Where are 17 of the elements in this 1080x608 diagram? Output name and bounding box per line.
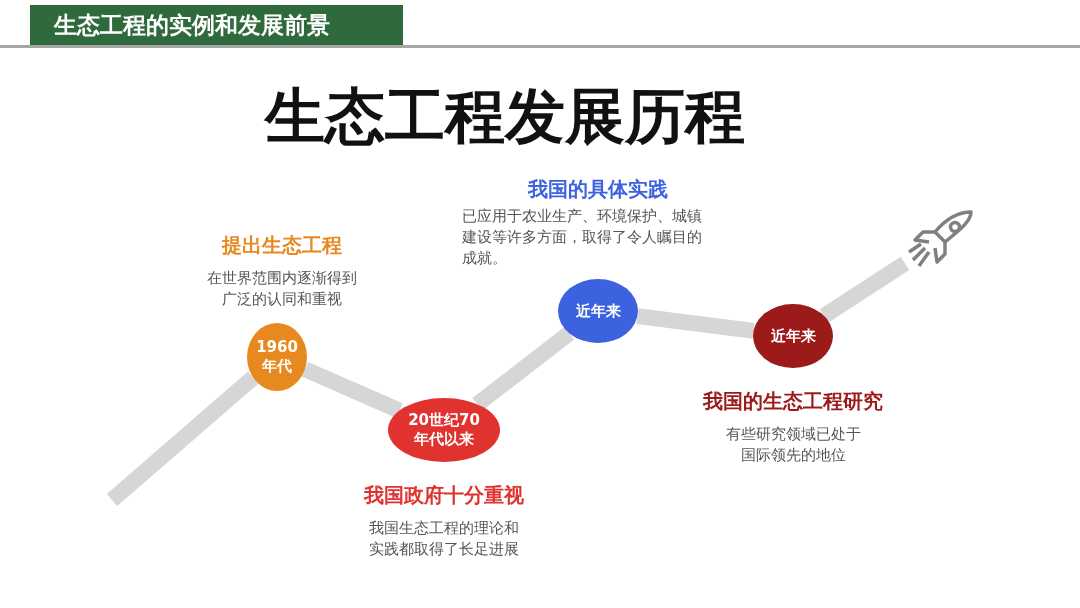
timeline-path — [106, 371, 259, 507]
header-band: 生态工程的实例和发展前景 — [30, 5, 403, 45]
milestone-heading: 提出生态工程 — [220, 232, 343, 259]
milestone-description: 我国生态工程的理论和实践都取得了长足进展 — [368, 519, 520, 559]
milestone-ellipse: 近年来 — [753, 304, 833, 368]
milestone-heading: 我国政府十分重视 — [362, 482, 525, 509]
slide-title: 生态工程发展历程 — [263, 80, 746, 152]
milestone-ellipse: 20世纪70年代以来 — [388, 398, 500, 462]
timeline-path — [819, 256, 910, 323]
timeline-path — [301, 361, 403, 418]
milestone-description: 有些研究领域已处于国际领先的地位 — [724, 425, 862, 465]
milestone-description: 已应用于农业生产、环境保护、城镇建设等许多方面，取得了令人瞩目的成就。 — [462, 207, 702, 269]
milestone-heading: 我国的生态工程研究 — [701, 388, 884, 415]
milestone-ellipse: 近年来 — [558, 279, 638, 343]
milestone-ellipse: 1960年代 — [247, 323, 307, 391]
milestone-heading: 我国的具体实践 — [526, 176, 669, 203]
milestone-description: 在世界范围内逐渐得到广泛的认同和重视 — [206, 269, 358, 309]
